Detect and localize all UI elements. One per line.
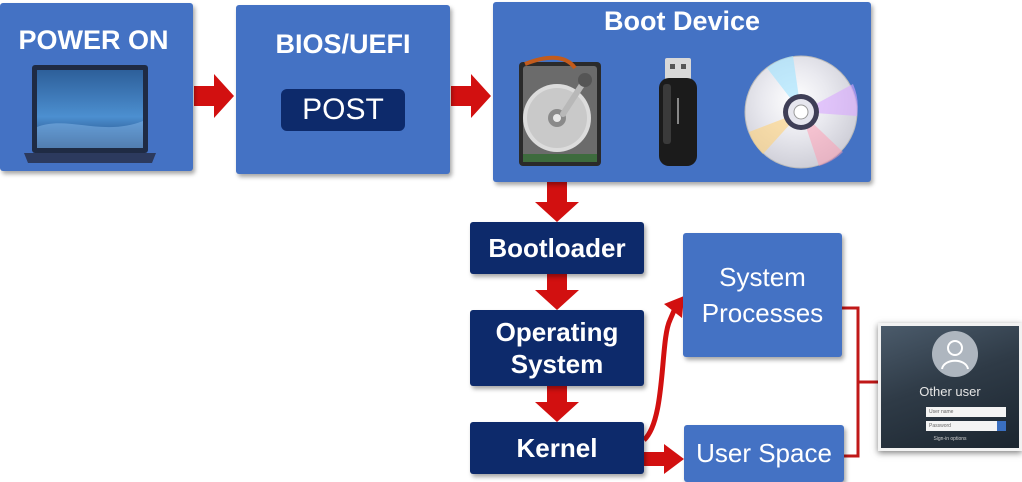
operating-system-label-line1: Operating bbox=[495, 316, 619, 347]
post-label: POST bbox=[281, 89, 405, 131]
system-processes-label-line2: Processes bbox=[701, 298, 824, 328]
bios-uefi-box: BIOS/UEFI POST bbox=[236, 5, 450, 174]
bios-title: BIOS/UEFI bbox=[275, 29, 411, 59]
login-user-name: Other user bbox=[919, 384, 981, 399]
system-processes-box: System Processes bbox=[683, 233, 842, 357]
operating-system-box: Operating System bbox=[470, 310, 644, 386]
arrow-bios-to-boot bbox=[451, 74, 491, 118]
hard-drive-icon bbox=[519, 55, 601, 166]
power-on-box: POWER ON bbox=[0, 3, 193, 171]
user-space-label: User Space bbox=[696, 438, 832, 469]
boot-device-box: Boot Device bbox=[493, 2, 871, 182]
kernel-label: Kernel bbox=[516, 432, 598, 463]
arrow-bootloader-to-os bbox=[535, 274, 579, 310]
arrow-kernel-to-processes bbox=[642, 305, 679, 442]
bracket-to-login bbox=[842, 306, 880, 458]
bootloader-box: Bootloader bbox=[470, 222, 644, 274]
arrow-power-to-bios bbox=[194, 74, 234, 118]
username-field[interactable]: User name bbox=[926, 407, 1006, 417]
kernel-box: Kernel bbox=[470, 422, 644, 474]
password-field[interactable]: Password bbox=[926, 421, 997, 431]
usb-drive-icon bbox=[659, 58, 697, 166]
laptop-icon bbox=[24, 65, 156, 163]
arrow-boot-to-bootloader bbox=[535, 182, 579, 222]
sign-in-options-link[interactable]: Sign-in options bbox=[933, 436, 967, 442]
arrow-os-to-kernel bbox=[535, 386, 579, 422]
user-space-box: User Space bbox=[684, 425, 844, 482]
login-screen: Other user User name Password Sign-in op… bbox=[878, 323, 1022, 451]
system-processes-label-line1: System bbox=[719, 261, 806, 292]
arrow-kernel-to-processes-head bbox=[664, 296, 684, 318]
bootloader-label: Bootloader bbox=[488, 232, 626, 263]
submit-arrow-icon[interactable] bbox=[997, 421, 1006, 431]
arrow-kernel-to-userspace bbox=[644, 444, 684, 474]
user-avatar-icon bbox=[932, 331, 978, 377]
operating-system-label-line2: System bbox=[510, 349, 604, 379]
power-on-title: POWER ON bbox=[18, 25, 169, 55]
boot-device-title: Boot Device bbox=[603, 6, 761, 36]
optical-disc-icon bbox=[744, 55, 858, 169]
